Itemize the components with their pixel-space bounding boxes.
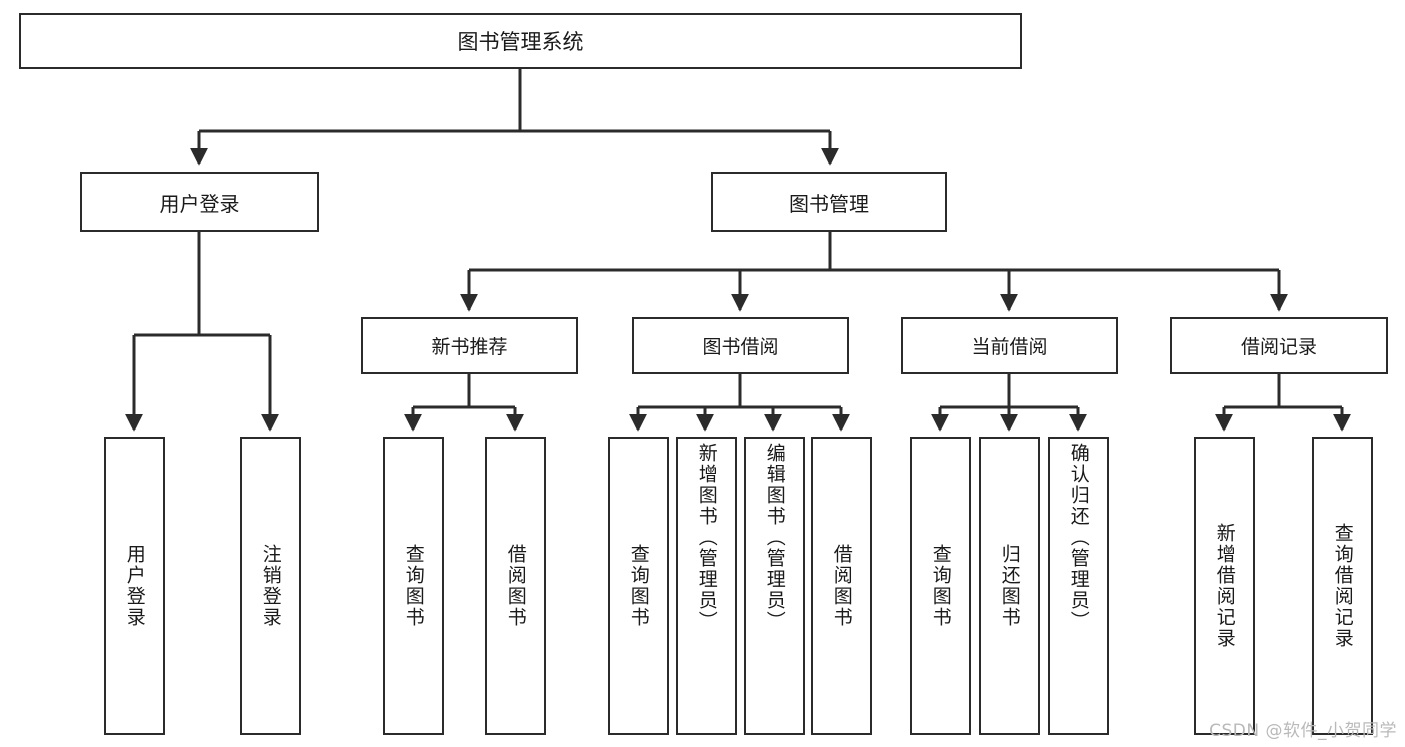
leaf-return-book-label: 归还图书 xyxy=(998,544,1021,628)
node-root[interactable]: 图书管理系统 xyxy=(19,13,1022,69)
leaf-add-record-label: 新增借阅记录 xyxy=(1213,523,1236,649)
node-book-borrow[interactable]: 图书借阅 xyxy=(632,317,849,374)
node-current-borrow-label: 当前借阅 xyxy=(971,336,1048,358)
leaf-query-book-3-label: 查询图书 xyxy=(929,544,952,628)
leaf-query-book-1-label: 查询图书 xyxy=(402,544,425,628)
node-book-borrow-label: 图书借阅 xyxy=(702,336,779,358)
node-book-management[interactable]: 图书管理 xyxy=(711,172,947,232)
node-book-management-label: 图书管理 xyxy=(789,191,869,216)
leaf-borrow-book-2-label: 借阅图书 xyxy=(830,544,853,628)
node-borrow-record-label: 借阅记录 xyxy=(1240,336,1317,358)
watermark-text: CSDN @软件_小贺同学 xyxy=(1209,721,1397,741)
leaf-return-book[interactable]: 归还图书 xyxy=(979,437,1040,735)
leaf-edit-book-label: 编辑图书（管理员） xyxy=(763,443,786,632)
leaf-confirm-return[interactable]: 确认归还（管理员） xyxy=(1048,437,1109,735)
leaf-query-book-3[interactable]: 查询图书 xyxy=(910,437,971,735)
node-current-borrow[interactable]: 当前借阅 xyxy=(901,317,1118,374)
leaf-query-record[interactable]: 查询借阅记录 xyxy=(1312,437,1373,735)
leaf-user-login[interactable]: 用户登录 xyxy=(104,437,165,735)
leaf-logout-login[interactable]: 注销登录 xyxy=(240,437,301,735)
leaf-user-login-label: 用户登录 xyxy=(123,544,146,628)
node-borrow-record[interactable]: 借阅记录 xyxy=(1170,317,1388,374)
leaf-query-record-label: 查询借阅记录 xyxy=(1331,523,1354,649)
leaf-add-book-label: 新增图书（管理员） xyxy=(695,443,718,632)
leaf-borrow-book-2[interactable]: 借阅图书 xyxy=(811,437,872,735)
leaf-add-book[interactable]: 新增图书（管理员） xyxy=(676,437,737,735)
leaf-query-book-2[interactable]: 查询图书 xyxy=(608,437,669,735)
node-user-login-label: 用户登录 xyxy=(159,191,240,216)
leaf-query-book-2-label: 查询图书 xyxy=(627,544,650,628)
leaf-query-book-1[interactable]: 查询图书 xyxy=(383,437,444,735)
node-new-book-recommend[interactable]: 新书推荐 xyxy=(361,317,578,374)
node-new-book-recommend-label: 新书推荐 xyxy=(431,336,508,358)
leaf-edit-book[interactable]: 编辑图书（管理员） xyxy=(744,437,805,735)
node-user-login[interactable]: 用户登录 xyxy=(80,172,319,232)
leaf-add-record[interactable]: 新增借阅记录 xyxy=(1194,437,1255,735)
node-root-label: 图书管理系统 xyxy=(457,30,584,54)
leaf-borrow-book-1[interactable]: 借阅图书 xyxy=(485,437,546,735)
leaf-logout-login-label: 注销登录 xyxy=(259,544,282,628)
leaf-borrow-book-1-label: 借阅图书 xyxy=(504,544,527,628)
leaf-confirm-return-label: 确认归还（管理员） xyxy=(1067,443,1090,632)
